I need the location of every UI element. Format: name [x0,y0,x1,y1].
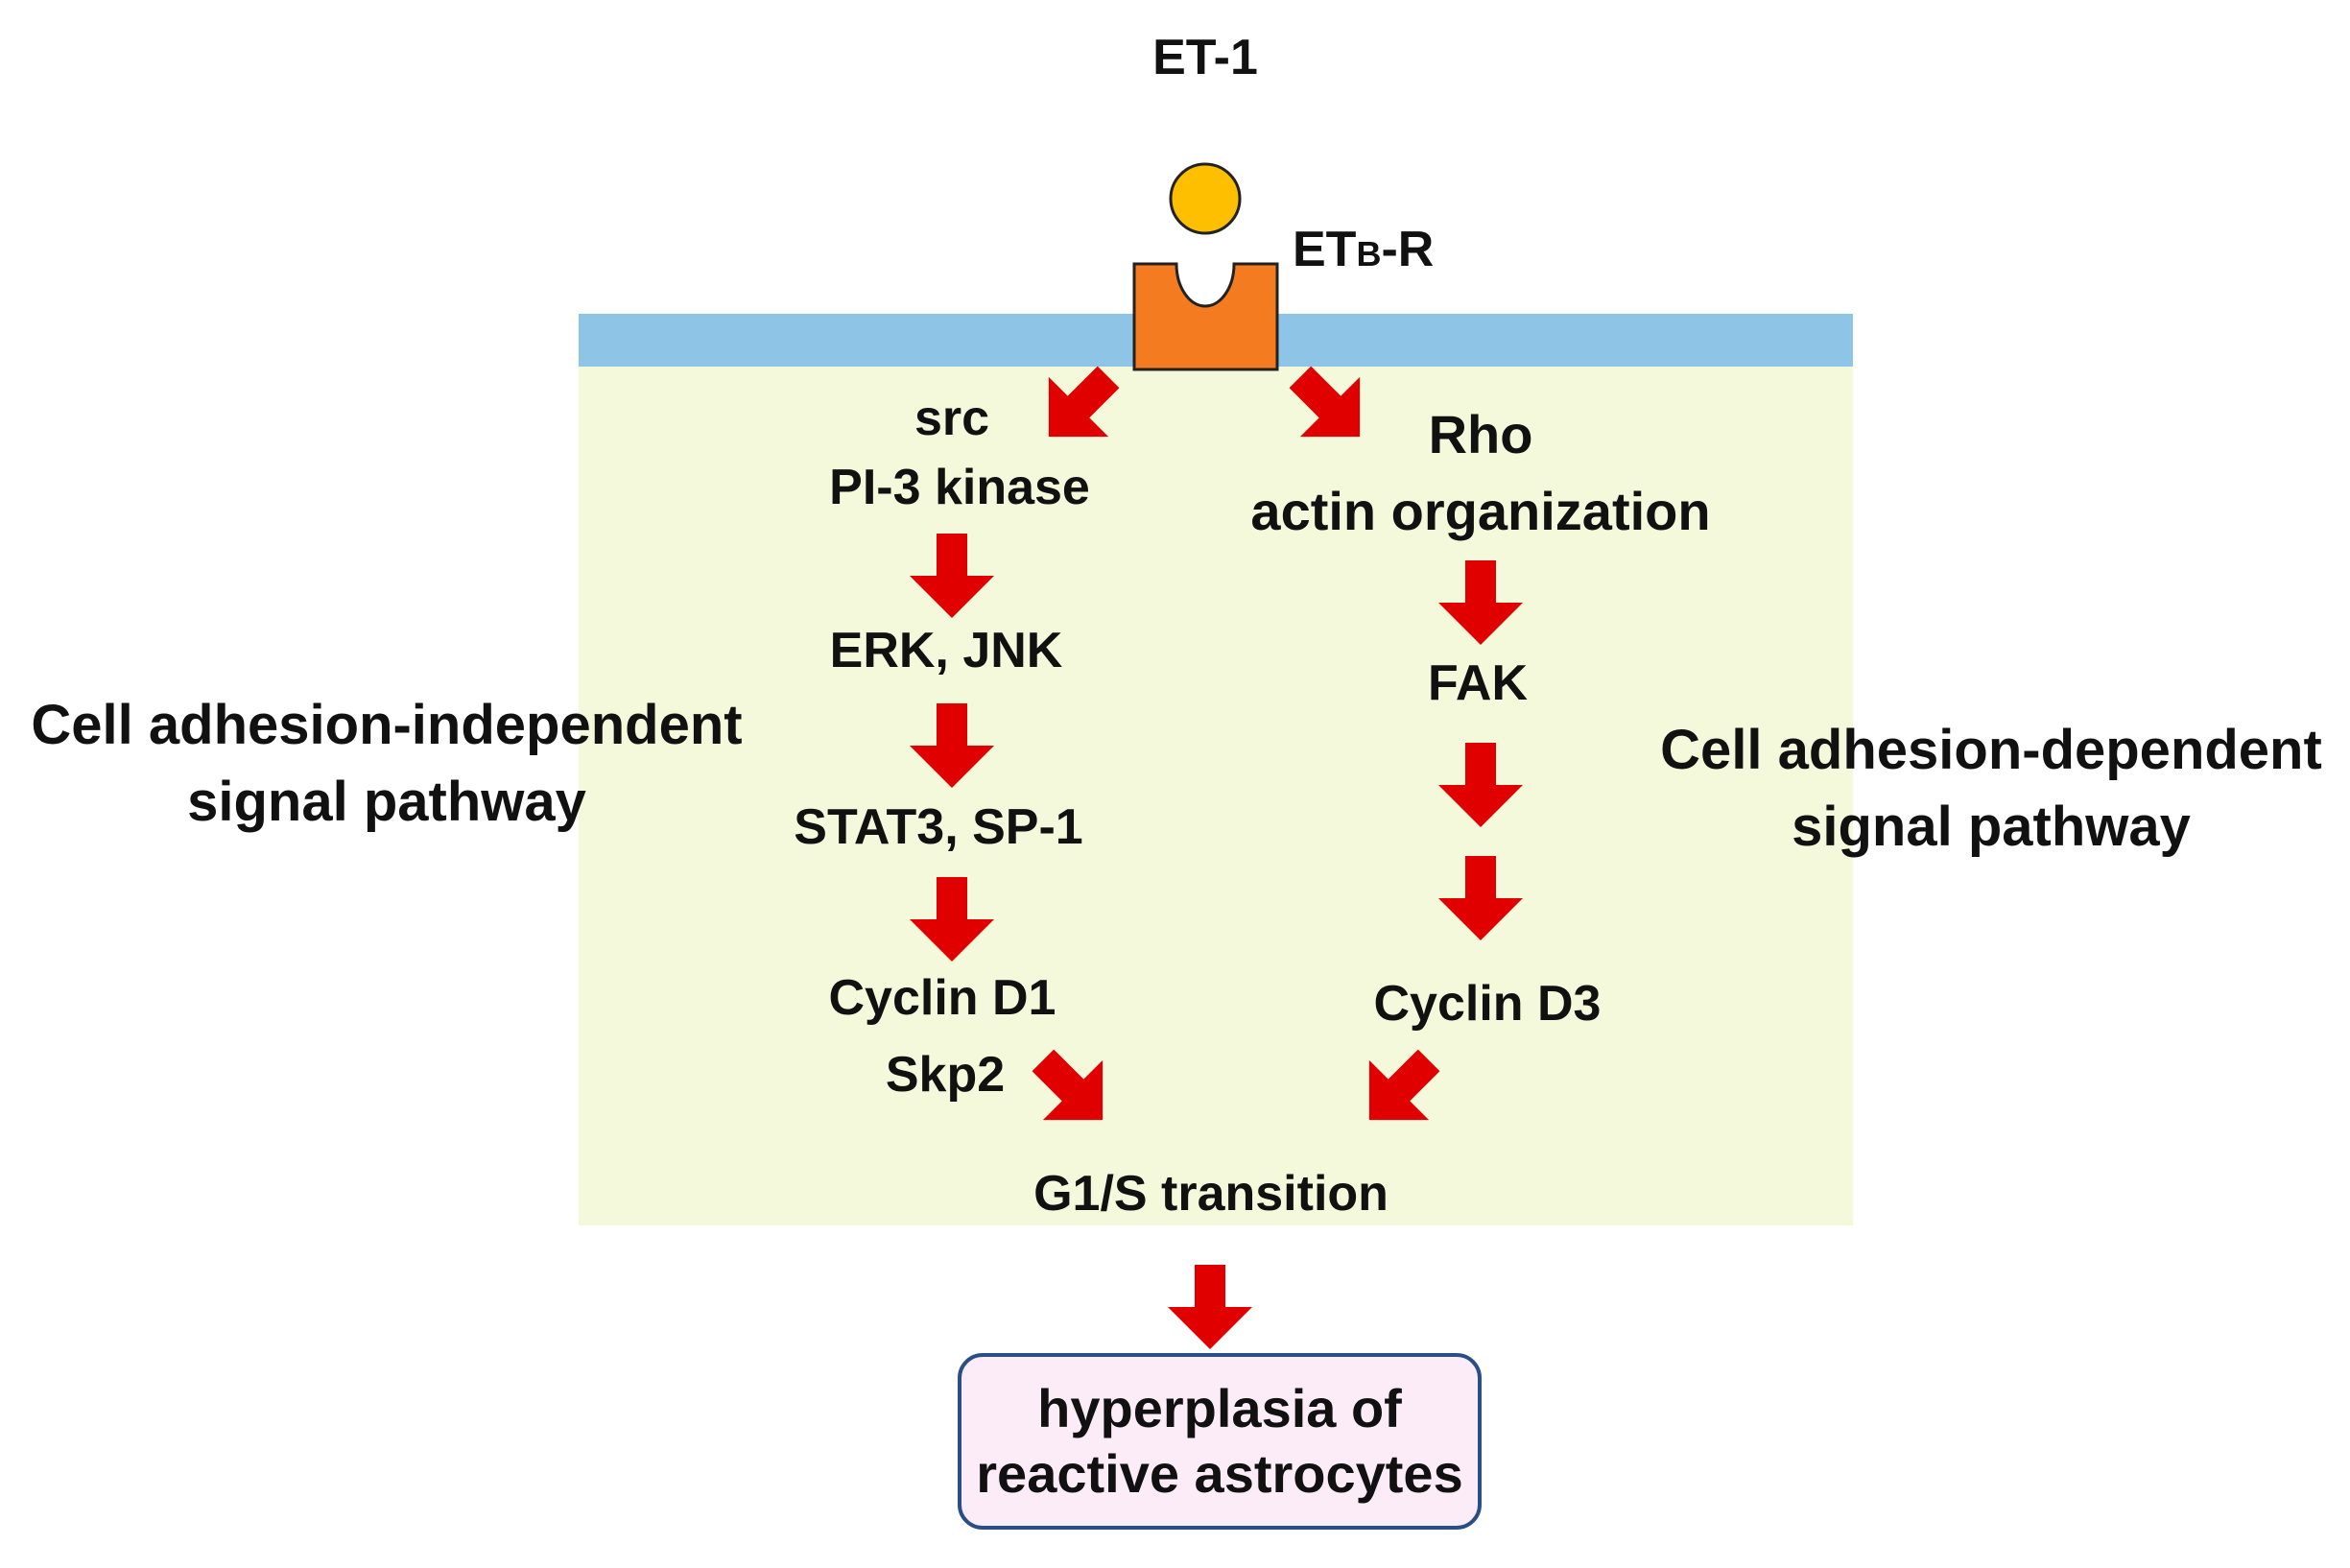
receptor-label: ETB-R [1293,219,1434,285]
arrow-stat3-to-cyclin-d1 [910,877,994,962]
node-cyclin-d1: Cyclin D1 [828,970,1056,1026]
arrow-to-cyclin-d3 [1438,856,1523,940]
arrow-pi3k-to-erk [910,534,994,618]
arrow-receptor-to-rho [1270,346,1390,467]
arrow-cyclin-d1-to-g1s [1012,1030,1133,1151]
arrow-receptor-to-src [1018,346,1139,467]
ligand-label: ET-1 [1152,30,1258,85]
right-pathway-name-line2: signal pathway [1792,796,2191,858]
arrow-fak-to-arrow [1438,743,1523,827]
arrow-cyclin-d3-to-g1s [1339,1030,1460,1151]
outcome-line2: reactive astrocytes [976,1443,1463,1504]
cytoplasm-region [579,314,1853,1225]
node-skp2: Skp2 [885,1047,1006,1103]
ligand-circle [1169,162,1242,235]
left-pathway-name: Cell adhesion-independent signal pathway [17,687,756,841]
node-rho: Rho [1428,404,1533,464]
receptor-label-suffix: -R [1381,222,1435,277]
node-fak: FAK [1428,655,1528,711]
arrow-actin-to-fak [1438,560,1523,645]
node-actin-organization: actin organization [1250,481,1711,541]
arrow-g1s-to-outcome [1168,1265,1252,1349]
node-g1s-transition: G1/S transition [1033,1166,1389,1222]
outcome-line1: hyperplasia of [1037,1378,1402,1438]
left-pathway-name-line2: signal pathway [187,771,586,833]
node-stat3-sp1: STAT3, SP-1 [794,799,1083,855]
receptor-label-main: ET [1293,222,1357,277]
outcome-box: hyperplasia of reactive astrocytes [958,1353,1482,1530]
right-pathway-name-line1: Cell adhesion-dependent [1660,719,2322,781]
receptor-shape [1132,262,1279,371]
arrow-erk-to-stat3 [910,703,994,788]
node-erk-jnk: ERK, JNK [829,623,1063,678]
left-pathway-name-line1: Cell adhesion-independent [31,694,743,756]
node-src: src [914,391,990,446]
node-cyclin-d3: Cyclin D3 [1373,976,1602,1032]
node-pi3-kinase: PI-3 kinase [829,460,1090,515]
right-pathway-name: Cell adhesion-dependent signal pathway [1649,712,2334,866]
receptor-label-subscript: B [1356,234,1382,273]
